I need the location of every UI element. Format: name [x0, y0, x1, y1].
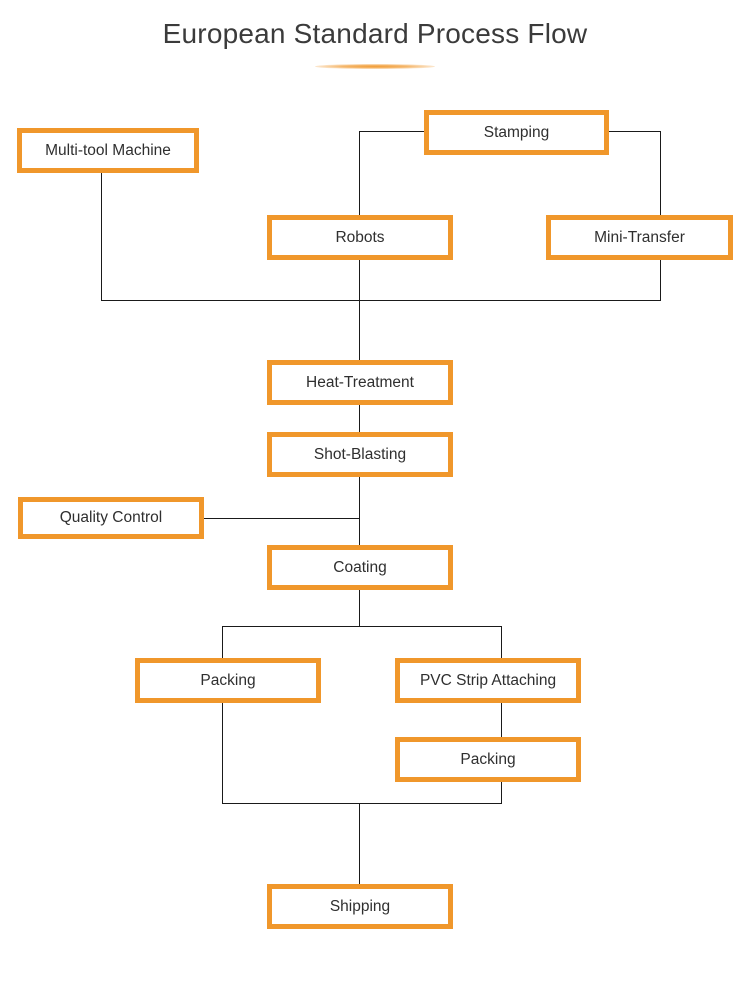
node-label-shot-blasting: Shot-Blasting	[313, 445, 407, 463]
node-robots[interactable]: Robots	[267, 215, 453, 260]
node-stamping[interactable]: Stamping	[424, 110, 609, 155]
node-label-stamping: Stamping	[483, 123, 550, 141]
connector-merge-to-shipping	[359, 803, 360, 885]
node-label-robots: Robots	[335, 228, 385, 246]
node-packing-left[interactable]: Packing	[135, 658, 321, 703]
connector-stamping-to-minitransfer-vertical	[660, 131, 661, 216]
node-shot-blasting[interactable]: Shot-Blasting	[267, 432, 453, 477]
connector-packingright-descender	[501, 782, 502, 804]
connector-stamping-to-robots-vertical	[359, 131, 360, 216]
node-mini-transfer[interactable]: Mini-Transfer	[546, 215, 733, 260]
node-coating[interactable]: Coating	[267, 545, 453, 590]
connector-robots-descender	[359, 260, 360, 301]
node-label-quality-control: Quality Control	[59, 509, 163, 527]
connector-packingleft-descender	[222, 703, 223, 804]
node-label-packing-left: Packing	[200, 671, 256, 689]
connector-heattreatment-to-shotblasting	[359, 405, 360, 433]
connector-fork-bar	[222, 626, 502, 627]
connector-fork-left-leg	[222, 626, 223, 659]
node-label-coating: Coating	[333, 558, 387, 576]
connector-collector-to-heattreatment	[359, 300, 360, 361]
connector-stamping-to-robots-horizontal	[359, 131, 425, 132]
node-quality-control[interactable]: Quality Control	[18, 497, 204, 539]
connector-merge-bar	[222, 803, 502, 804]
connector-coating-to-fork	[359, 590, 360, 627]
node-multi-tool-machine[interactable]: Multi-tool Machine	[17, 128, 199, 173]
connector-fork-right-leg	[501, 626, 502, 659]
connector-qualitycontrol-to-spine	[204, 518, 360, 519]
node-label-mini-transfer: Mini-Transfer	[594, 228, 685, 246]
node-label-multi-tool-machine: Multi-tool Machine	[45, 141, 171, 159]
connector-stamping-to-minitransfer-horizontal	[608, 131, 661, 132]
connector-collector-bar-upper	[101, 300, 661, 301]
connector-minitransfer-descender	[660, 260, 661, 301]
connector-multitool-descender	[101, 172, 102, 301]
node-shipping[interactable]: Shipping	[267, 884, 453, 929]
node-label-heat-treatment: Heat-Treatment	[306, 373, 414, 391]
connector-pvc-to-packingright	[501, 703, 502, 738]
node-heat-treatment[interactable]: Heat-Treatment	[267, 360, 453, 405]
node-packing-right[interactable]: Packing	[395, 737, 581, 782]
node-label-shipping: Shipping	[329, 897, 391, 915]
node-label-packing-right: Packing	[460, 750, 516, 768]
title-underline-decoration	[315, 64, 435, 69]
node-pvc-strip-attaching[interactable]: PVC Strip Attaching	[395, 658, 581, 703]
connector-shotblasting-to-coating	[359, 477, 360, 546]
node-label-pvc-strip-attaching: PVC Strip Attaching	[419, 671, 557, 689]
page-title: European Standard Process Flow	[162, 18, 588, 49]
